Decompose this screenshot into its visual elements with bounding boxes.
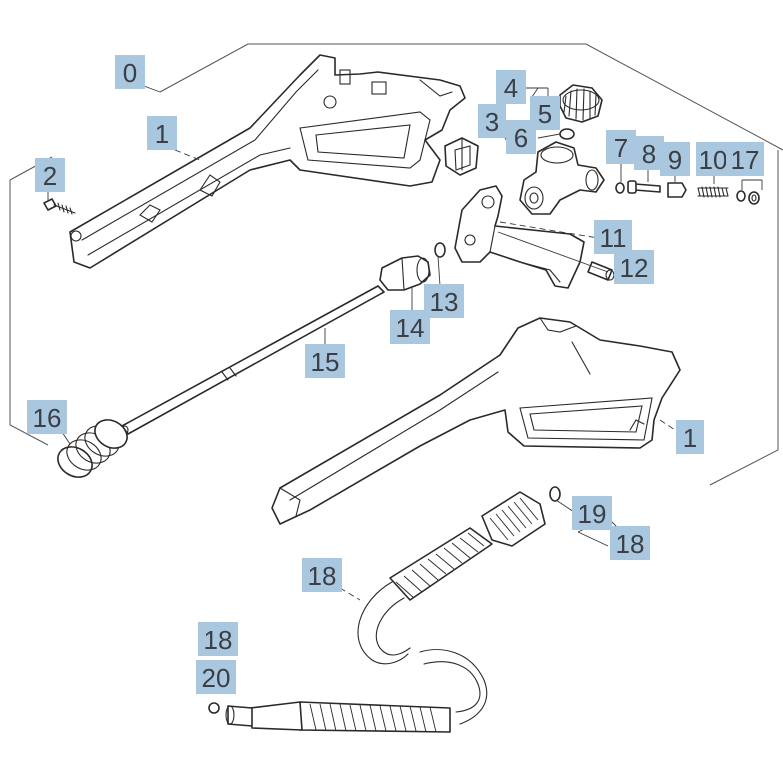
svg-text:2: 2 [43,161,57,191]
svg-text:12: 12 [620,253,649,283]
o-ring-upper [559,128,575,140]
svg-text:11: 11 [600,223,627,253]
callout-11: 11 [594,220,632,254]
svg-text:8: 8 [642,139,656,169]
callout-8: 8 [634,136,664,170]
callout-15: 15 [305,344,345,378]
callout-1-lower: 1 [676,420,704,454]
valve-body [519,141,605,215]
callout-19: 19 [572,496,612,530]
callout-18-hose: 18 [302,558,342,592]
valve-small-parts [615,180,760,205]
callout-labels: 0 1 2 3 4 5 6 7 8 9 10 17 11 12 13 14 15… [27,55,764,694]
o-ring-19 [549,486,561,502]
callout-2: 2 [35,158,65,192]
svg-text:9: 9 [668,145,682,175]
svg-text:17: 17 [731,145,760,175]
callout-4: 4 [496,70,526,104]
trigger-lever [454,185,585,289]
washer-17b [748,191,760,205]
valve-seat [667,182,687,198]
svg-text:14: 14 [396,313,425,343]
union-nut [559,84,603,123]
o-ring-20 [208,702,220,714]
svg-text:6: 6 [514,123,528,153]
svg-text:18: 18 [308,561,337,591]
callout-6: 6 [506,120,536,154]
assembly-frame [9,43,783,486]
o-ring-7 [615,182,625,194]
valve-spring [697,186,729,198]
callout-13: 13 [424,284,464,318]
coil-spring [57,419,128,478]
svg-text:0: 0 [123,58,137,88]
svg-text:19: 19 [578,499,607,529]
callout-14: 14 [390,310,430,344]
svg-text:18: 18 [616,529,645,559]
callout-7: 7 [606,130,636,164]
callout-3: 3 [478,104,506,138]
callout-18-lower: 18 [198,622,238,656]
handle-half-upper [69,54,466,269]
high-pressure-hose [225,491,546,733]
svg-text:5: 5 [538,99,552,129]
svg-text:16: 16 [33,403,62,433]
svg-text:13: 13 [430,287,459,317]
svg-text:1: 1 [683,423,697,453]
callout-9: 9 [660,142,690,176]
svg-text:18: 18 [204,625,233,655]
washer-17a [736,190,746,202]
svg-text:1: 1 [155,119,169,149]
clip-cap [444,137,479,176]
valve-pin [627,180,661,194]
screw [43,198,76,215]
callout-1-upper: 1 [147,116,177,150]
svg-text:3: 3 [485,107,499,137]
trigger-pin [587,261,615,281]
svg-text:7: 7 [614,133,628,163]
callout-20: 20 [196,660,236,694]
callout-10: 10 [696,142,730,176]
fitting-sleeve [379,255,431,291]
svg-text:4: 4 [504,73,518,103]
callout-17: 17 [726,142,764,176]
svg-text:15: 15 [311,347,340,377]
callout-0: 0 [115,55,145,89]
o-ring-13 [434,242,446,258]
callout-12: 12 [614,250,654,284]
callout-16: 16 [27,400,67,434]
svg-text:10: 10 [699,145,728,175]
svg-text:20: 20 [202,663,231,693]
callout-18-right: 18 [610,526,650,560]
handle-half-lower [271,317,681,525]
